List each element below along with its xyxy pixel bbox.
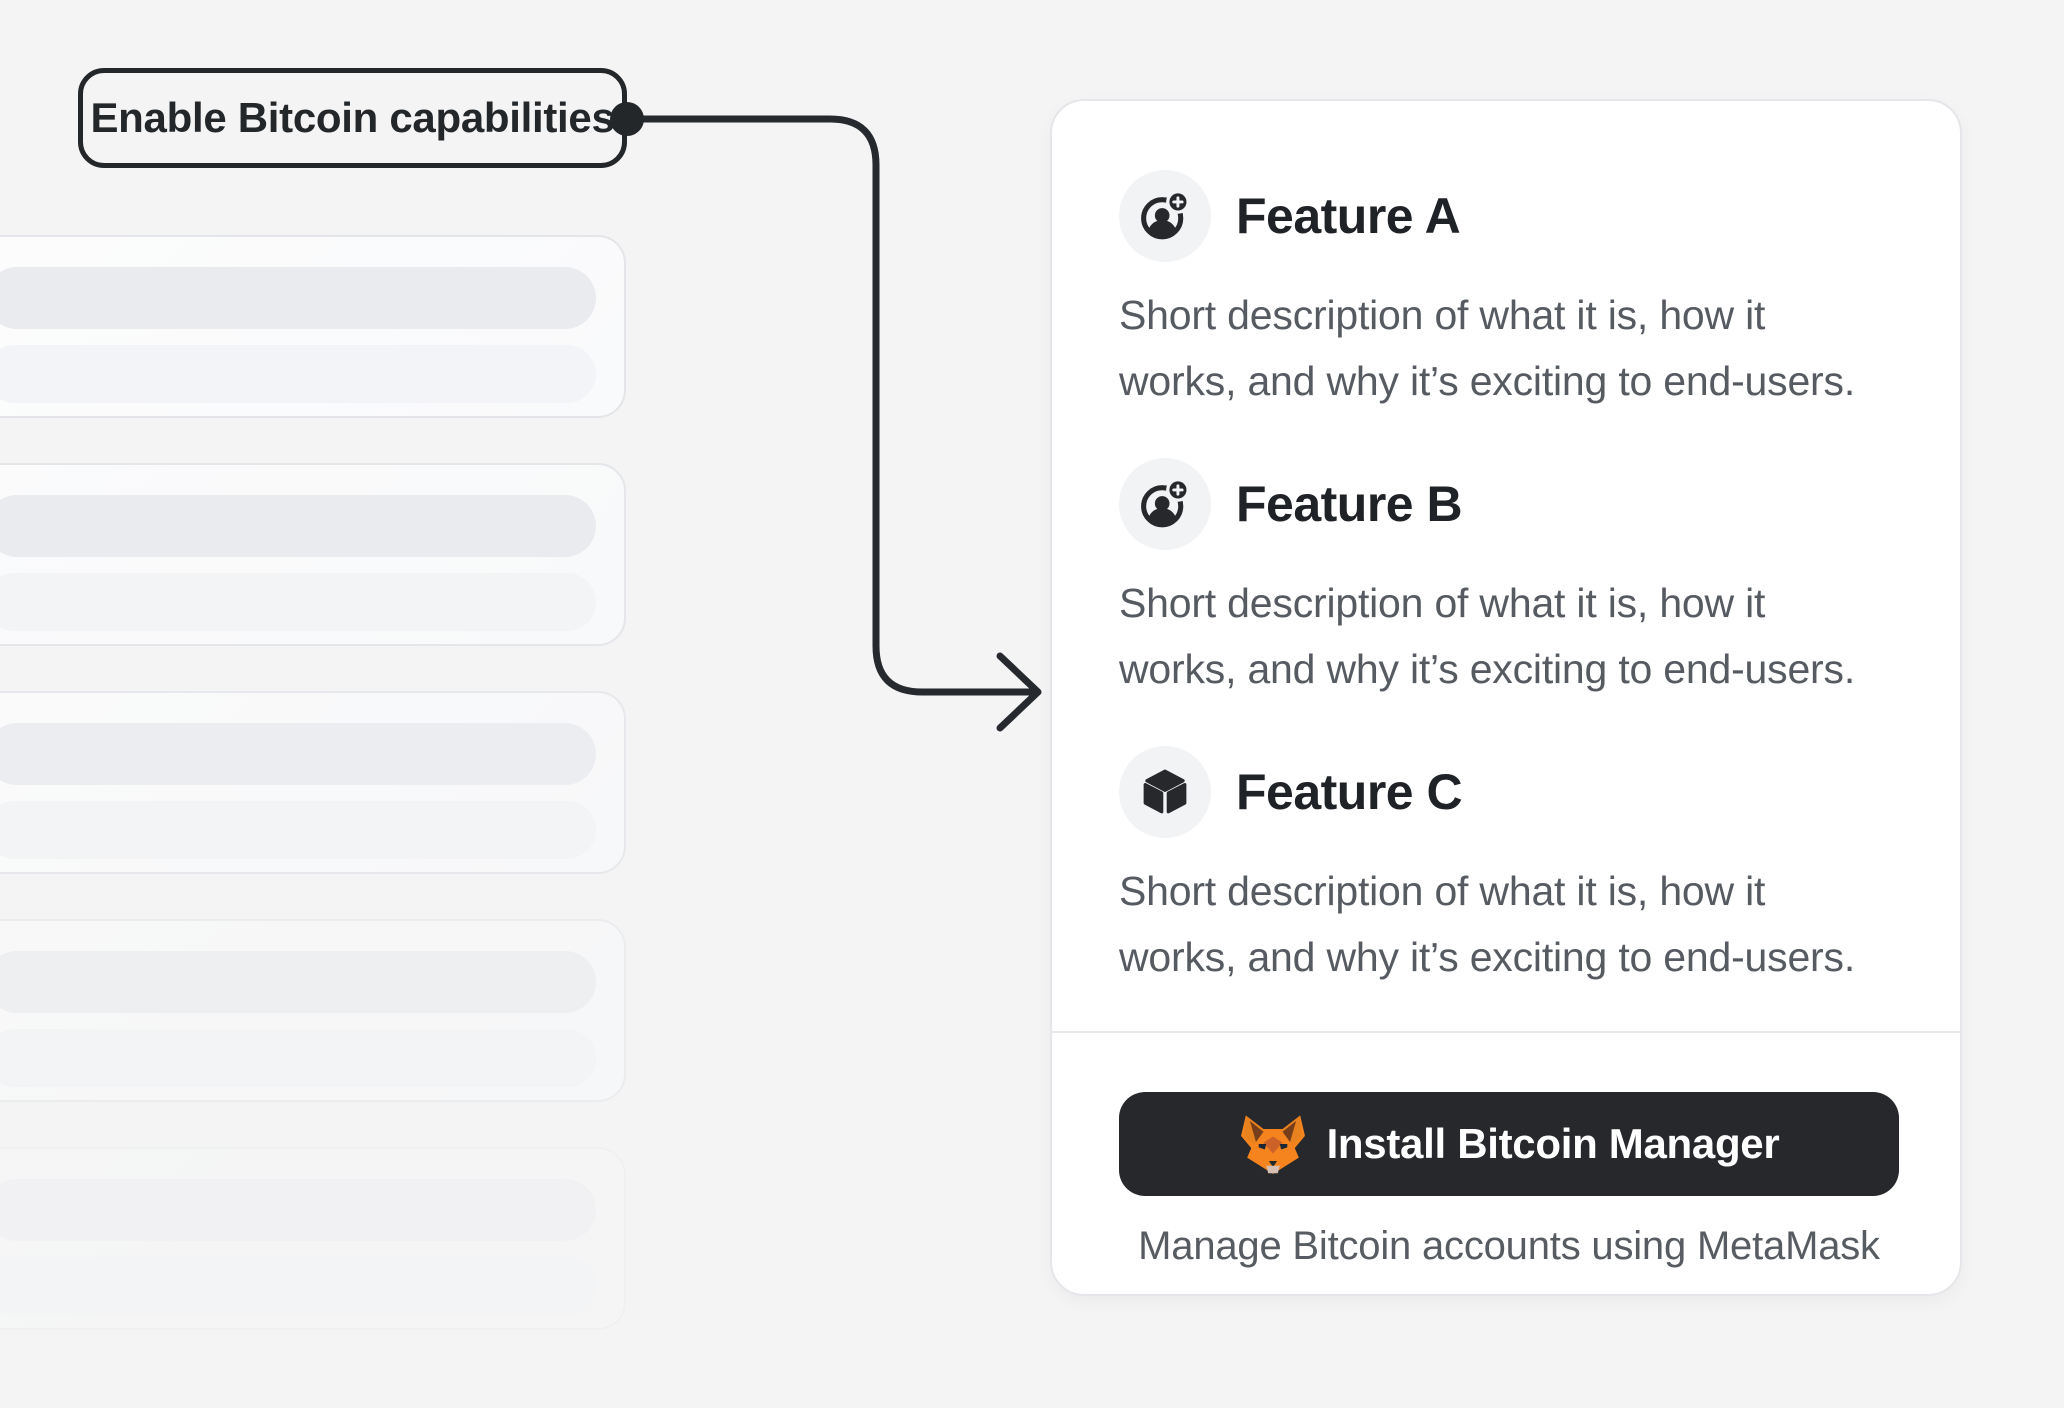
skeleton-card <box>0 463 626 646</box>
callout-label: Enable Bitcoin capabilities <box>90 94 615 141</box>
feature-description-line: Short description of what it is, how it <box>1119 868 1766 914</box>
skeleton-line <box>0 723 596 785</box>
feature-description-line: works, and why it’s exciting to end-user… <box>1119 934 1856 980</box>
skeleton-card <box>0 919 626 1102</box>
skeleton-line <box>0 495 596 557</box>
connector-origin-dot <box>610 102 644 136</box>
feature-description-line: Short description of what it is, how it <box>1119 292 1766 338</box>
skeleton-line <box>0 1257 596 1315</box>
skeleton-line <box>0 1029 596 1087</box>
skeleton-line <box>0 801 596 859</box>
feature-title: Feature A <box>1236 188 1461 244</box>
metamask-fox-icon <box>1240 1115 1305 1174</box>
skeleton-line <box>0 573 596 631</box>
skeleton-card <box>0 691 626 874</box>
skeleton-line <box>0 267 596 329</box>
person-add-icon <box>1119 170 1211 262</box>
feature-description-line: works, and why it’s exciting to end-user… <box>1119 646 1856 692</box>
feature-description: Short description of what it is, how it … <box>1119 570 1855 702</box>
feature-panel: Feature A Short description of what it i… <box>1050 99 1962 1296</box>
feature-title: Feature C <box>1236 764 1463 820</box>
feature-description: Short description of what it is, how it … <box>1119 282 1855 414</box>
skeleton-card <box>0 235 626 418</box>
divider <box>1052 1031 1960 1033</box>
callout-enable-bitcoin: Enable Bitcoin capabilities <box>78 68 627 168</box>
skeleton-line <box>0 345 596 403</box>
person-add-icon <box>1119 458 1211 550</box>
cube-icon <box>1119 746 1211 838</box>
feature-title: Feature B <box>1236 476 1463 532</box>
feature-description: Short description of what it is, how it … <box>1119 858 1855 990</box>
install-caption: Manage Bitcoin accounts using MetaMask <box>1138 1224 1880 1268</box>
feature-description-line: Short description of what it is, how it <box>1119 580 1766 626</box>
skeleton-card <box>0 1147 626 1330</box>
install-bitcoin-manager-button[interactable]: Install Bitcoin Manager <box>1119 1092 1899 1196</box>
skeleton-line <box>0 1179 596 1241</box>
skeleton-line <box>0 951 596 1013</box>
install-button-label: Install Bitcoin Manager <box>1326 1120 1780 1167</box>
feature-description-line: works, and why it’s exciting to end-user… <box>1119 358 1856 404</box>
